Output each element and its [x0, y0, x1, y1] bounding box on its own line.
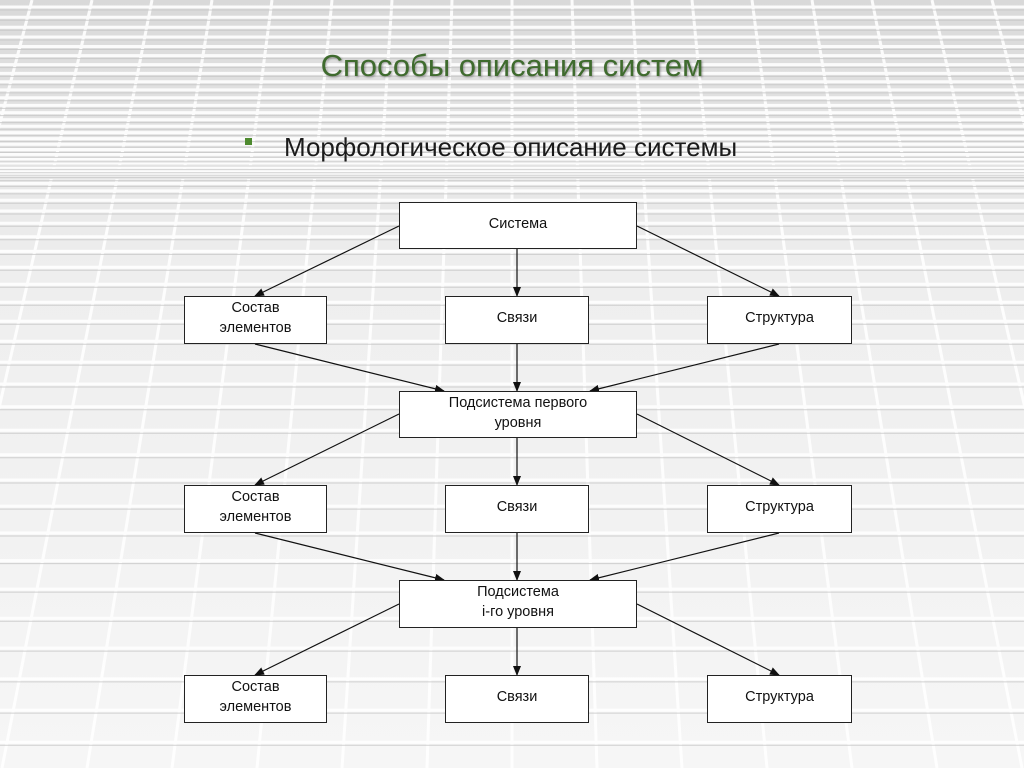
arrow-system-to-composition	[254, 225, 400, 297]
node-subsystem-i-level: Подсистема i-го уровня	[399, 580, 637, 628]
arrow-composition-to-subsystem1	[254, 343, 445, 393]
arrow-system-to-structure	[636, 225, 780, 297]
node-composition-level2: Состав элементов	[184, 485, 327, 533]
slide-title: Способы описания систем	[320, 48, 704, 83]
node-composition-level3: Состав элементов	[184, 675, 327, 723]
bullet-item: Морфологическое описание системы	[245, 132, 737, 163]
arrow-composition-to-subsystemi	[254, 532, 445, 582]
node-links-level2: Связи	[445, 485, 589, 533]
arrow-structure-to-subsystem1	[589, 343, 780, 393]
node-links-level1: Связи	[445, 296, 589, 344]
node-structure-level2: Структура	[707, 485, 852, 533]
square-bullet-icon	[245, 138, 252, 145]
arrow-subsystemi-to-composition	[254, 603, 400, 676]
node-subsystem-first-level: Подсистема первого уровня	[399, 391, 637, 438]
node-structure-level1: Структура	[707, 296, 852, 344]
node-links-level3: Связи	[445, 675, 589, 723]
node-structure-level3: Структура	[707, 675, 852, 723]
node-system: Система	[399, 202, 637, 249]
arrow-subsystem1-to-structure	[636, 413, 780, 486]
node-composition-level1: Состав элементов	[184, 296, 327, 344]
arrow-subsystemi-to-structure	[636, 603, 780, 676]
bullet-text: Морфологическое описание системы	[284, 132, 738, 162]
arrow-structure-to-subsystemi	[589, 532, 780, 582]
arrow-subsystem1-to-composition	[254, 413, 400, 486]
